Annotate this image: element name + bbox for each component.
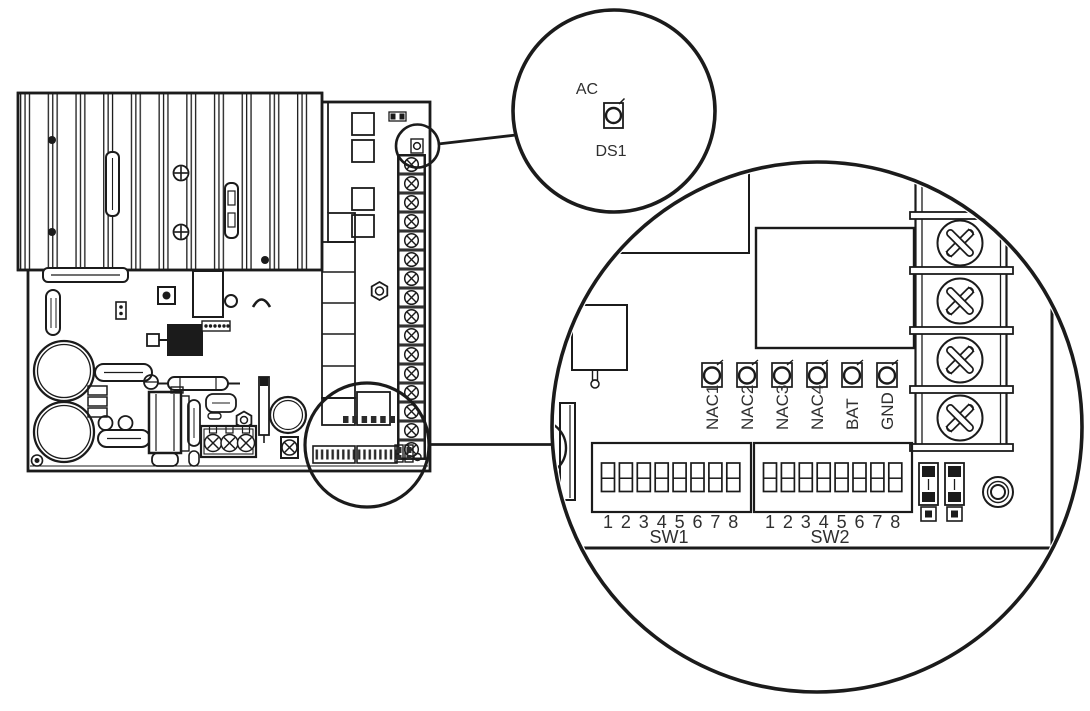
component-block [571, 304, 628, 371]
svg-text:2: 2 [783, 512, 793, 532]
led-label: NAC2 [738, 385, 757, 430]
svg-text:6: 6 [854, 512, 864, 532]
component-outline [608, 165, 750, 254]
screw-icon [48, 136, 56, 144]
screw-terminal-icon [936, 336, 984, 384]
svg-text:5: 5 [675, 512, 685, 532]
capacitor-icon [268, 395, 308, 435]
hex-nut-icon [370, 280, 389, 302]
mounting-hole-icon [982, 476, 1014, 508]
ds1-led-icon [410, 138, 424, 154]
screw-cross-icon [172, 223, 190, 241]
terminal-strip [397, 154, 426, 460]
relay [356, 391, 391, 426]
sw2-label: SW2 [810, 527, 849, 547]
led-label: BAT [843, 398, 862, 430]
svg-text:7: 7 [710, 512, 720, 532]
fuse-icon [918, 462, 939, 522]
nac1-led-icon [700, 358, 725, 389]
dip-area-miniature [312, 416, 422, 464]
sw1-position-numbers: 1 2 3 4 5 6 7 8 SW1 [603, 512, 738, 547]
power-terminal-block [199, 424, 258, 459]
sw1-label: SW1 [649, 527, 688, 547]
led-label: NAC1 [703, 385, 722, 430]
dip-switch-mini [312, 445, 356, 464]
terminal-block [909, 175, 1014, 452]
bat-led-icon [840, 358, 865, 389]
transformer-icon [147, 386, 190, 467]
svg-text:6: 6 [692, 512, 702, 532]
dip-switch-mini [356, 445, 398, 464]
screw-cross-icon [172, 164, 190, 182]
dip-switch-sw1 [590, 441, 753, 514]
circuit-board [16, 91, 432, 473]
ds1-reference-label: DS1 [595, 143, 626, 160]
svg-text:4: 4 [657, 512, 667, 532]
status-leds-mini [343, 416, 395, 423]
gnd-led-icon [875, 358, 900, 389]
sw2-position-numbers: 1 2 3 4 5 6 7 8 SW2 [765, 512, 900, 547]
output-relays [351, 112, 375, 238]
svg-text:5: 5 [837, 512, 847, 532]
screw-icon [48, 228, 56, 236]
relay-bank [321, 102, 391, 426]
leader-line [437, 133, 517, 146]
capacitor-edge [555, 418, 568, 478]
capacitor-icon [32, 400, 96, 464]
dip-switch-sw2 [752, 441, 914, 514]
voltage-regulator [192, 270, 224, 318]
screw-terminal-icon [936, 394, 984, 442]
ds1-callout-marker [394, 123, 517, 169]
led-label: GND [878, 392, 897, 430]
led-labels: NAC1 NAC2 NAC3 NAC4 BAT GND [703, 385, 897, 430]
screw-terminal-icon [936, 219, 984, 267]
nac-dip-callout: NAC1 NAC2 NAC3 NAC4 BAT GND [550, 160, 1084, 694]
screw-terminal-icon [936, 277, 984, 325]
nac2-led-icon [735, 358, 760, 389]
svg-text:8: 8 [890, 512, 900, 532]
svg-text:4: 4 [819, 512, 829, 532]
svg-text:7: 7 [872, 512, 882, 532]
dip-callout-marker [303, 381, 553, 509]
led-label: NAC3 [773, 385, 792, 430]
relay [754, 226, 916, 350]
screw-terminal-icon [280, 436, 299, 459]
ic-chip [167, 324, 203, 356]
jumper-block [388, 111, 407, 122]
nac4-led-icon [805, 358, 830, 389]
svg-text:2: 2 [621, 512, 631, 532]
fuse-icon [944, 462, 965, 522]
heatsink [16, 91, 324, 283]
svg-text:1: 1 [765, 512, 775, 532]
ac-led-icon [603, 97, 626, 129]
svg-text:1: 1 [603, 512, 613, 532]
svg-text:3: 3 [801, 512, 811, 532]
svg-text:8: 8 [728, 512, 738, 532]
led-label: NAC4 [808, 385, 827, 430]
nac3-led-icon [770, 358, 795, 389]
connector-strip [559, 402, 576, 501]
ac-label: AC [576, 81, 598, 98]
resistor-icon [158, 376, 240, 391]
board-components [30, 270, 308, 467]
ac-led-callout: AC DS1 [511, 8, 717, 214]
svg-text:3: 3 [639, 512, 649, 532]
